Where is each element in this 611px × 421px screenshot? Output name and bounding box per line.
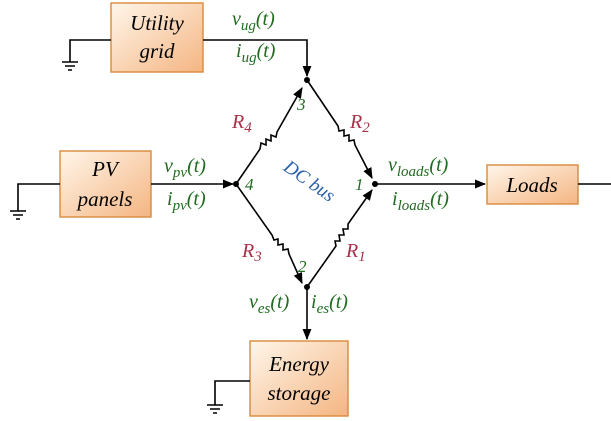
branch-3-1 bbox=[306, 79, 373, 179]
storage-voltage-label: ves(t) bbox=[249, 291, 290, 317]
branch-4-3 bbox=[235, 87, 303, 185]
node-3-label: 3 bbox=[296, 95, 306, 114]
node-1-dot bbox=[372, 181, 378, 187]
branch-2-1 bbox=[306, 189, 373, 288]
node-3-dot bbox=[304, 77, 310, 83]
pv-current-label: ipv(t) bbox=[167, 188, 206, 214]
storage-ground-icon bbox=[207, 380, 250, 414]
pv-label-line1: PV bbox=[91, 157, 120, 181]
utility-grid-label-line2: grid bbox=[139, 39, 175, 63]
pv-ground-icon bbox=[10, 183, 60, 220]
storage-label-line2: storage bbox=[268, 381, 331, 405]
node-2-dot bbox=[304, 284, 310, 290]
storage-label-line1: Energy bbox=[268, 352, 330, 376]
node-1-label: 1 bbox=[355, 175, 364, 194]
energy-storage-box: Energy storage bbox=[249, 340, 349, 417]
loads-voltage-label: vloads(t) bbox=[388, 154, 449, 180]
loads-box: Loads bbox=[486, 164, 579, 205]
node-4-dot bbox=[233, 181, 239, 187]
loads-current-label: iloads(t) bbox=[392, 188, 449, 214]
storage-current-label: ies(t) bbox=[311, 291, 348, 317]
loads-label: Loads bbox=[505, 173, 557, 197]
resistor-r4-label: R4 bbox=[231, 111, 252, 136]
pv-panels-box: PV panels bbox=[59, 150, 152, 218]
utility-grid-label-line1: Utility bbox=[130, 11, 184, 35]
node-2-label: 2 bbox=[298, 257, 307, 276]
pv-label-line2: panels bbox=[76, 187, 133, 211]
resistor-r3-label: R3 bbox=[241, 240, 262, 265]
branch-4-2 bbox=[235, 183, 303, 285]
node-4-label: 4 bbox=[245, 175, 254, 194]
resistor-r2-label: R2 bbox=[349, 111, 370, 136]
utility-grid-wire bbox=[203, 39, 312, 78]
pv-voltage-label: vpv(t) bbox=[164, 155, 206, 181]
utility-ground-icon bbox=[62, 39, 111, 71]
dc-bus-label: DC bus bbox=[279, 156, 339, 207]
utility-grid-box: Utility grid bbox=[110, 2, 204, 73]
utility-voltage-label: vug(t) bbox=[232, 8, 275, 34]
dc-bus-network bbox=[233, 77, 378, 290]
resistor-r1-label: R1 bbox=[345, 240, 366, 265]
utility-current-label: iug(t) bbox=[236, 40, 276, 66]
